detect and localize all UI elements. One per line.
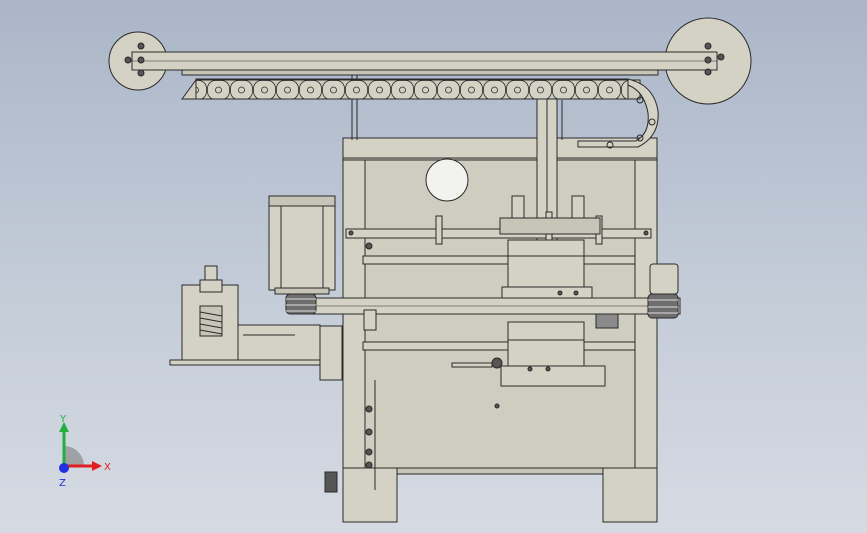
sensor-mounts	[324, 242, 619, 493]
cable-drag-chain	[181, 78, 659, 149]
tensioner-assembly	[169, 265, 343, 381]
guide-rods	[362, 239, 636, 387]
idler-pulley	[647, 263, 679, 319]
drive-belt	[293, 297, 681, 315]
z-axis-label: Z	[59, 478, 66, 488]
z-axis-dot	[59, 463, 69, 473]
upper-rail	[345, 195, 652, 247]
stepper-motor	[268, 195, 336, 315]
y-axis-label: Y	[59, 414, 67, 425]
coordinate-triad: Y X Z	[44, 408, 124, 489]
top-beam	[108, 17, 752, 105]
main-frame	[342, 137, 658, 523]
x-axis-label: X	[104, 462, 111, 473]
